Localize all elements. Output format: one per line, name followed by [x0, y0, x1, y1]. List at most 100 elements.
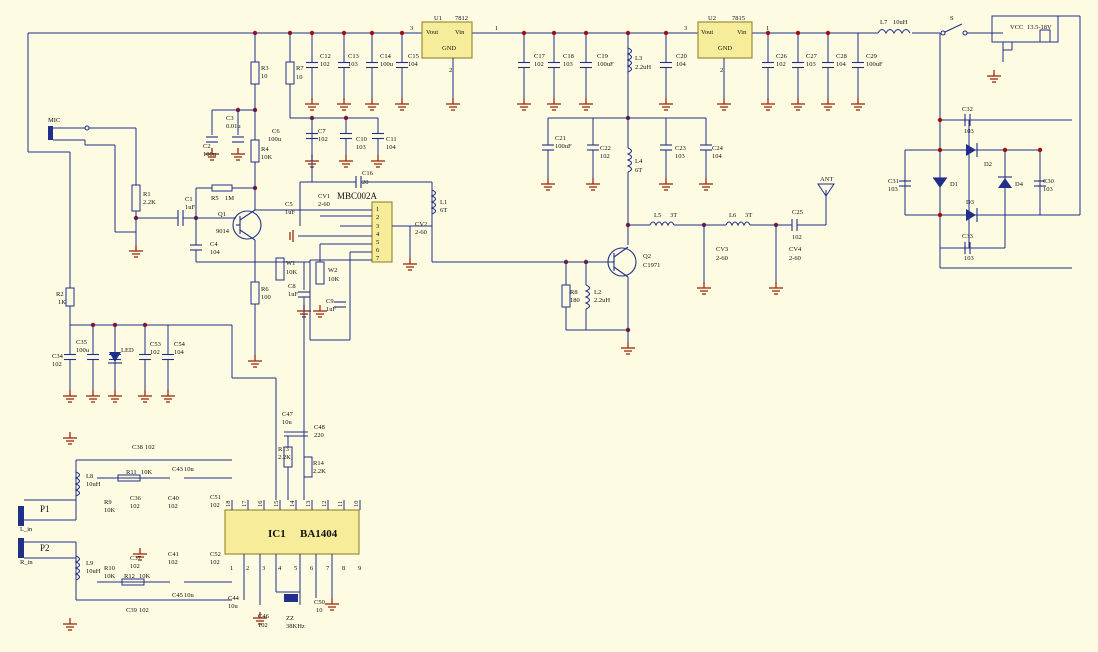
- junction-dot: [765, 30, 771, 36]
- svg-text:S: S: [950, 15, 954, 22]
- svg-text:102: 102: [210, 559, 220, 566]
- svg-text:6T: 6T: [635, 167, 642, 174]
- junction-dot: [825, 30, 831, 36]
- svg-text:C18: C18: [563, 53, 574, 60]
- svg-text:C52: C52: [210, 551, 221, 558]
- svg-text:C46: C46: [258, 613, 270, 620]
- junction-dot: [551, 30, 557, 36]
- svg-text:2.2uH: 2.2uH: [635, 64, 651, 71]
- junction-dot: [663, 30, 669, 36]
- ground-icon: [659, 98, 673, 111]
- svg-text:3: 3: [684, 25, 687, 32]
- svg-text:C48: C48: [314, 424, 325, 431]
- junction-dot: [583, 30, 589, 36]
- capacitor-icon: [340, 118, 352, 155]
- capacitor-icon: [306, 33, 318, 98]
- svg-text:C6: C6: [272, 128, 280, 135]
- ic-pin-label: 11: [337, 501, 344, 507]
- svg-text:2-60: 2-60: [415, 229, 427, 236]
- svg-text:180: 180: [570, 297, 580, 304]
- svg-text:P1: P1: [40, 504, 50, 514]
- ground-icon: [63, 390, 77, 403]
- ic-pin-label: 8: [342, 565, 345, 572]
- svg-text:R14: R14: [313, 460, 325, 467]
- capacitor-icon: [792, 33, 804, 98]
- svg-text:10K: 10K: [141, 469, 153, 476]
- ground-icon: [325, 598, 339, 611]
- svg-text:C36: C36: [130, 495, 142, 502]
- svg-text:CV1: CV1: [318, 193, 330, 200]
- junction-dot: [1037, 147, 1043, 153]
- capacitor-icon: [822, 33, 834, 98]
- svg-text:D2: D2: [984, 161, 992, 168]
- svg-text:2.2K: 2.2K: [313, 468, 326, 475]
- svg-text:R8: R8: [570, 289, 578, 296]
- junction-dot: [369, 30, 375, 36]
- ground-icon: [987, 70, 1001, 83]
- svg-text:R2: R2: [56, 291, 64, 298]
- ic-pin-label: 16: [257, 500, 264, 507]
- svg-text:100u: 100u: [268, 136, 282, 143]
- svg-text:102: 102: [139, 607, 149, 614]
- svg-text:P2: P2: [40, 543, 50, 553]
- svg-text:1: 1: [495, 25, 498, 32]
- svg-text:CV2: CV2: [415, 221, 427, 228]
- svg-text:C5: C5: [285, 201, 293, 208]
- junction-dot: [795, 30, 801, 36]
- ic-pin-label: 17: [241, 500, 248, 507]
- svg-text:C8: C8: [288, 283, 296, 290]
- svg-text:103: 103: [888, 186, 898, 193]
- svg-text:2: 2: [449, 67, 452, 74]
- capacitor-icon: [580, 33, 592, 98]
- svg-text:5: 5: [376, 239, 379, 246]
- svg-text:L4: L4: [635, 158, 643, 165]
- svg-text:9014: 9014: [216, 228, 230, 235]
- ic-pin-label: 9: [358, 565, 361, 572]
- svg-text:Vout: Vout: [426, 29, 438, 36]
- svg-text:104: 104: [408, 61, 419, 68]
- ground-icon: [253, 612, 267, 625]
- ground-icon: [517, 98, 531, 111]
- svg-text:102: 102: [168, 559, 178, 566]
- svg-text:C39: C39: [126, 607, 137, 614]
- svg-text:CV4: CV4: [789, 246, 802, 253]
- junction-dot: [937, 147, 943, 153]
- svg-text:D3: D3: [966, 199, 974, 206]
- svg-text:D1: D1: [950, 181, 958, 188]
- junction-dot: [1002, 147, 1008, 153]
- capacitor-icon: [396, 33, 408, 98]
- svg-text:3T: 3T: [745, 212, 752, 219]
- svg-text:C4: C4: [210, 241, 218, 248]
- svg-text:1uF: 1uF: [185, 204, 196, 211]
- svg-text:R9: R9: [104, 499, 112, 506]
- capacitor-icon: [660, 33, 672, 98]
- svg-text:C50: C50: [314, 599, 325, 606]
- svg-text:C23: C23: [675, 145, 686, 152]
- ground-icon: [138, 390, 152, 403]
- svg-text:C16: C16: [362, 170, 374, 177]
- svg-text:100u: 100u: [203, 151, 217, 158]
- regulator-u2: Vout Vin GND U2 7815 3 1 2: [684, 15, 769, 98]
- svg-text:103: 103: [348, 61, 358, 68]
- svg-text:100uF: 100uF: [866, 61, 883, 68]
- ground-icon: [821, 98, 835, 111]
- ground-icon: [659, 178, 673, 191]
- ground-icon: [63, 618, 77, 631]
- capacitor-icon: [64, 325, 76, 390]
- capacitor-icon: [162, 325, 174, 390]
- power-input: L7 10uH S VCC 13.5-18V: [877, 15, 1081, 215]
- ic-pin-label: 15: [273, 501, 280, 508]
- svg-text:GND: GND: [442, 45, 456, 52]
- svg-text:L9: L9: [86, 560, 93, 567]
- svg-text:L2: L2: [594, 289, 601, 296]
- svg-text:102: 102: [258, 622, 268, 629]
- ground-icon: [86, 390, 100, 403]
- svg-text:C47: C47: [282, 411, 294, 418]
- svg-text:2.2K: 2.2K: [278, 454, 291, 461]
- svg-text:C51: C51: [210, 494, 221, 501]
- ic-pin-label: 14: [289, 500, 296, 507]
- svg-text:C41: C41: [168, 551, 179, 558]
- svg-text:10u: 10u: [184, 466, 195, 473]
